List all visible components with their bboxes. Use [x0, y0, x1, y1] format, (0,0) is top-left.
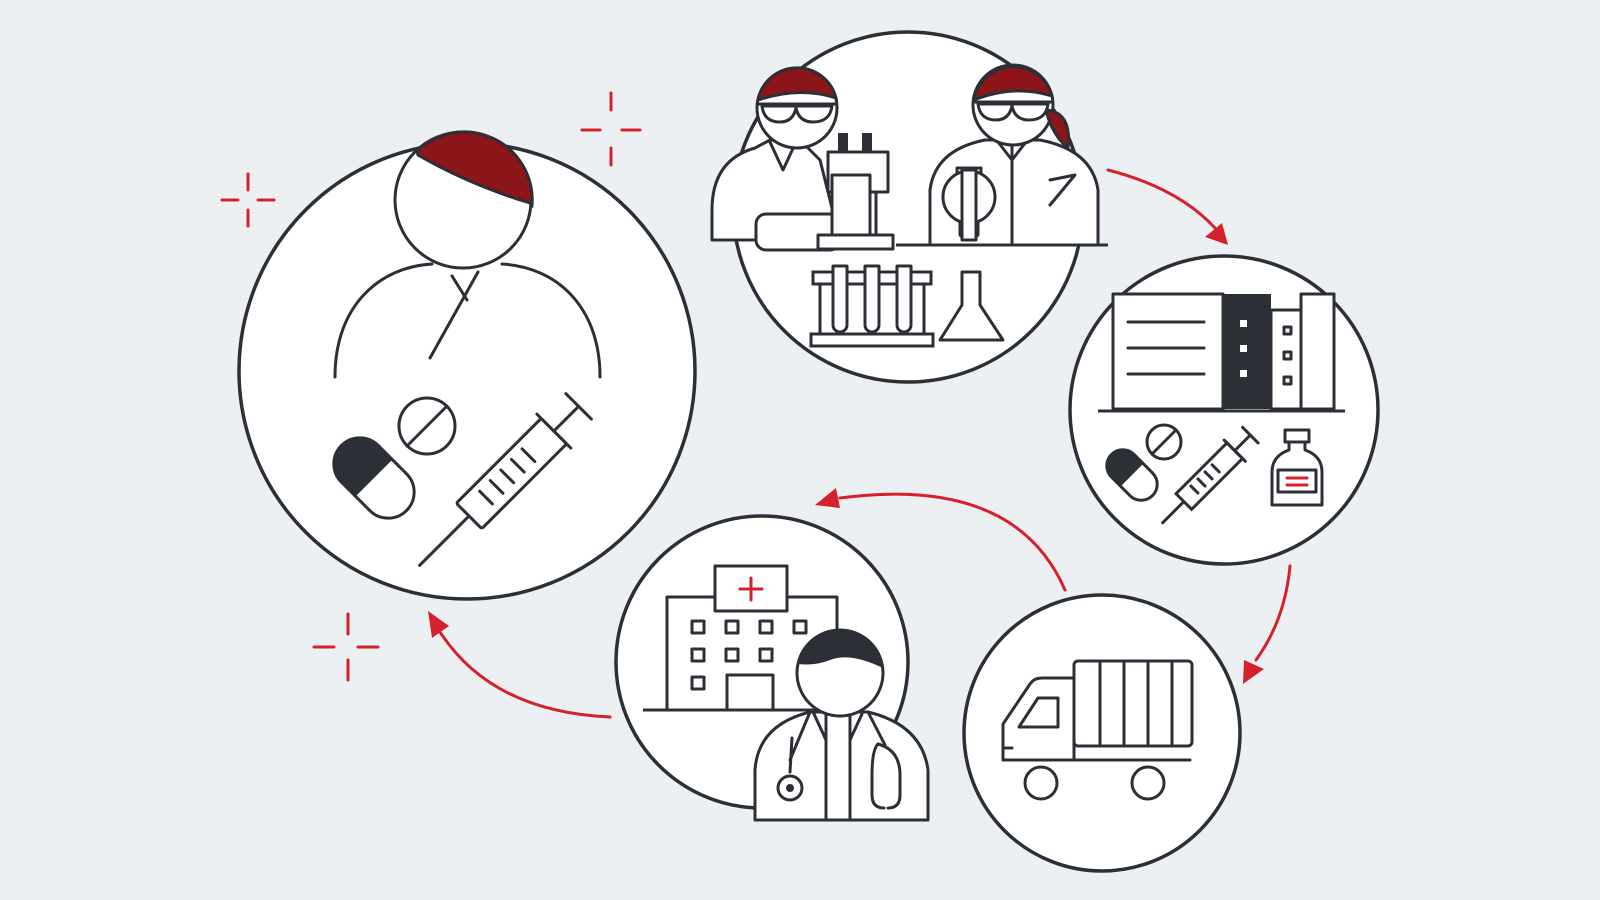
flask-icon: [938, 270, 1005, 342]
scientist-icon: [710, 66, 842, 252]
distribution-circle: [962, 593, 1242, 873]
patient-circle: [237, 130, 697, 601]
flow-arrow-icon: [428, 611, 612, 719]
flow-arrow-icon: [1106, 168, 1228, 245]
sparkle-icon: [580, 91, 642, 167]
test-tubes-icon: [809, 264, 935, 348]
flow-arrow-icon: [1243, 564, 1292, 684]
healthcare-circle: [614, 514, 930, 822]
microscope-icon: [816, 133, 895, 251]
stethoscope-icon: [776, 736, 902, 810]
vial-icon: [1270, 428, 1324, 507]
manufacturing-circle: [1068, 254, 1380, 566]
syringe-icon: [1161, 425, 1260, 525]
delivery-truck-icon: [1001, 659, 1194, 801]
sparkle-icon: [312, 612, 380, 682]
pill-capsule-icon: [1105, 448, 1159, 502]
scientist-icon: [896, 63, 1108, 247]
tablet-icon: [397, 396, 457, 456]
patient-icon: [333, 130, 602, 379]
tablet-icon: [1145, 423, 1183, 461]
sparkle-icon: [220, 172, 276, 228]
laboratory-circle: [710, 30, 1108, 384]
syringe-icon: [418, 392, 593, 567]
factory-icon: [1098, 292, 1345, 413]
pill-capsule-icon: [332, 436, 416, 520]
flow-arrow-icon: [815, 488, 1067, 592]
